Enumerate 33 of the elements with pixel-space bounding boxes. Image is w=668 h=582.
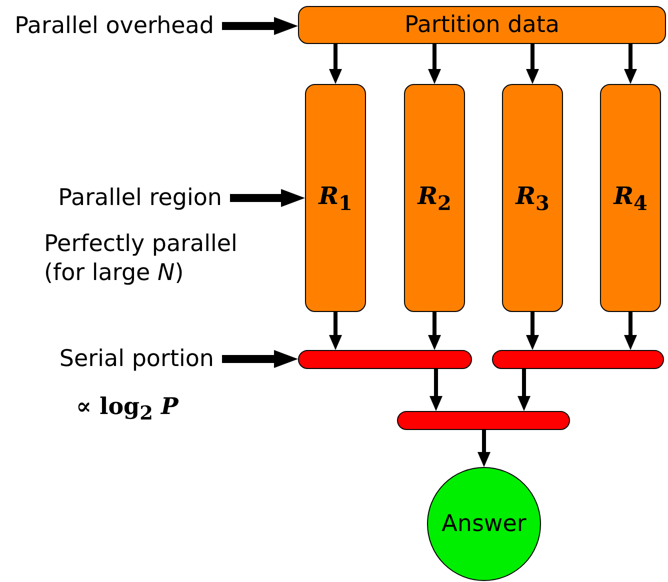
arrow	[329, 44, 342, 84]
region-box	[600, 84, 661, 312]
formula-text: ∝ log$_{2}$ P	[76, 393, 180, 426]
arrow	[526, 44, 539, 84]
arrow	[518, 369, 530, 411]
node-label: Partition data	[404, 12, 560, 38]
arrow	[428, 312, 441, 350]
arrow	[329, 312, 342, 350]
region-label: R$_{2}$	[418, 182, 452, 214]
region-box	[305, 84, 366, 312]
arrow	[430, 369, 442, 411]
region-label: R$_{4}$	[614, 182, 648, 214]
region-label: R$_{3}$	[516, 182, 550, 214]
region-box	[404, 84, 465, 312]
arrow	[428, 44, 441, 84]
arrow	[478, 430, 490, 467]
serial-bar	[298, 350, 472, 369]
node-label: Answer	[442, 510, 526, 538]
arrow	[222, 350, 298, 368]
label-text: Parallel region	[58, 184, 222, 212]
note-text: Perfectly parallel (for large N)	[44, 230, 238, 288]
serial-bar	[492, 350, 664, 369]
arrow	[230, 189, 305, 207]
arrow	[624, 44, 637, 84]
serial-bar	[397, 411, 570, 430]
region-box	[502, 84, 563, 312]
region-label: R$_{1}$	[318, 182, 352, 214]
arrow	[526, 312, 539, 350]
label-text: Parallel overhead	[14, 12, 214, 40]
arrow	[624, 312, 637, 350]
arrow	[222, 17, 298, 35]
process-box	[298, 6, 666, 44]
label-text: Serial portion	[59, 346, 214, 372]
